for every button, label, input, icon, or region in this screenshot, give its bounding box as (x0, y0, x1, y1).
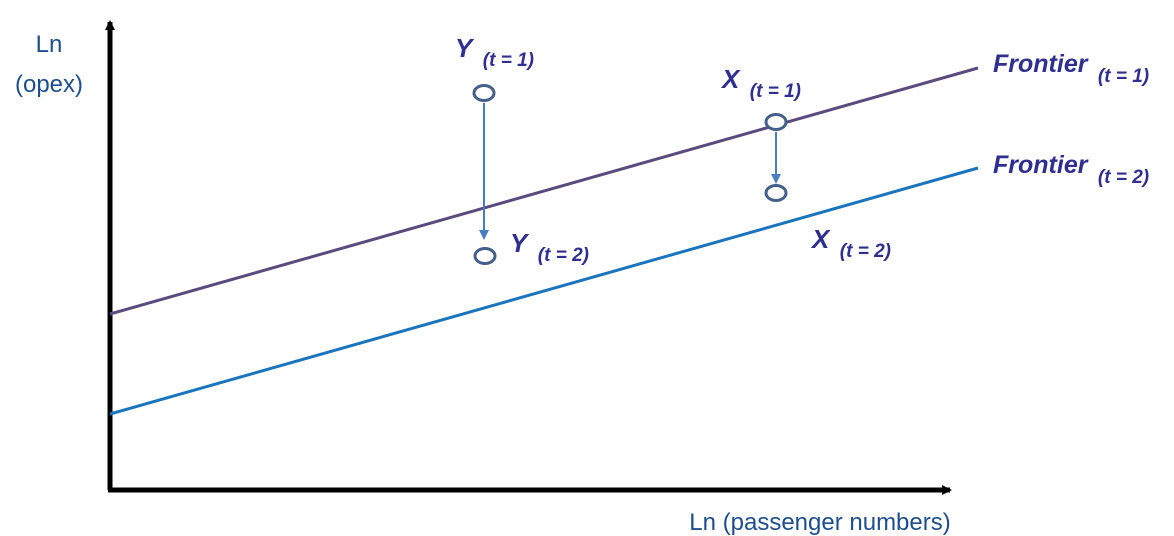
y-axis-label-line1: Ln (36, 31, 63, 58)
point-x1-label: X (t = 1) (720, 64, 801, 102)
point-y1-marker (472, 84, 496, 102)
point-x1-marker (764, 113, 788, 131)
x-axis-label: Ln (passenger numbers) (689, 509, 950, 536)
point-x2-label: X (t = 2) (810, 224, 891, 262)
frontier-label-t2: Frontier (t = 2) (993, 151, 1149, 188)
frontier-line-t2 (109, 166, 979, 416)
point-y2-marker (473, 247, 497, 265)
point-y1-label: Y (t = 1) (455, 33, 534, 71)
point-y2-label: Y (t = 2) (510, 228, 589, 266)
frontier-label-t1: Frontier (t = 1) (993, 50, 1149, 87)
point-x2-marker (764, 184, 788, 202)
y-axis-label-line2: (opex) (15, 71, 83, 98)
frontier-line-t1 (109, 66, 979, 316)
